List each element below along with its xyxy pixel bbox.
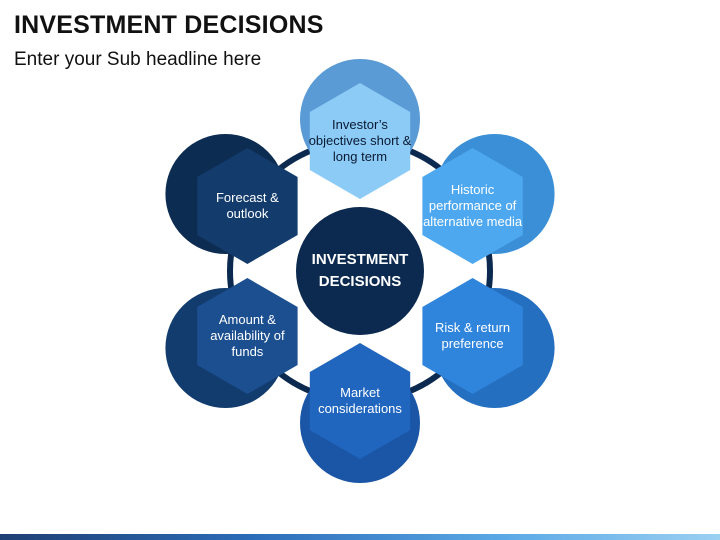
node-3 — [422, 278, 555, 408]
node-1-label: Investor’s objectives short & long term — [308, 117, 412, 164]
node-5-label: Amount & availability of funds — [210, 312, 285, 359]
node-2 — [422, 134, 555, 264]
node-4 — [300, 343, 420, 483]
node-4-hexagon — [309, 343, 411, 459]
node-5-hexagon — [197, 278, 298, 394]
nodes-layer — [165, 59, 555, 483]
node-4-label: Market considerations — [318, 385, 402, 416]
node-6-label: Forecast & outlook — [215, 190, 279, 221]
center-label-line2: DECISIONS — [318, 273, 402, 290]
bottom-accent-bar — [0, 534, 720, 540]
node-3-label: Risk & return preference — [435, 320, 511, 351]
node-6 — [165, 134, 298, 264]
node-2-hexagon — [422, 148, 523, 264]
page-title: INVESTMENT DECISIONS — [14, 11, 324, 39]
page-subtitle: Enter your Sub headline here — [14, 49, 262, 70]
center-label: INVESTMENT DECISIONS — [300, 249, 420, 293]
node-5 — [165, 278, 298, 408]
node-2-label: Historic performance of alternative medi… — [423, 182, 523, 229]
node-1-hexagon — [309, 83, 411, 199]
node-1 — [300, 59, 420, 199]
center-circle — [296, 207, 424, 335]
center-label-line1: INVESTMENT — [311, 251, 409, 268]
node-6-hexagon — [197, 148, 298, 264]
node-3-hexagon — [422, 278, 523, 394]
